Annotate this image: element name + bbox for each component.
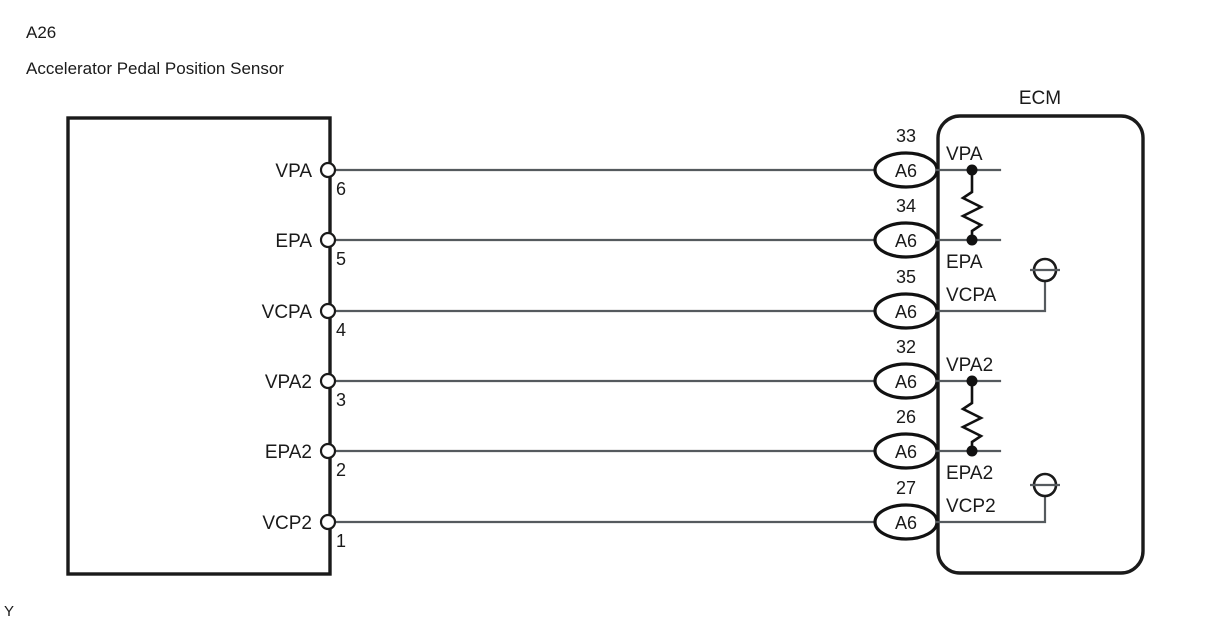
sensor-signal-label-vcp2: VCP2 — [262, 513, 312, 534]
ground-symbol-vcp2 — [1030, 472, 1060, 498]
connector-code-34: A6 — [895, 231, 917, 251]
connector-code-35: A6 — [895, 302, 917, 322]
circuit-row-vcp2: VCP2 1 A6 27 VCP2 — [262, 478, 1047, 551]
ecm-signal-label-vpa2: VPA2 — [946, 355, 993, 376]
sensor-pin-number-4: 4 — [336, 320, 346, 340]
sensor-terminal-vpa2 — [319, 372, 337, 390]
circuit-row-epa: EPA 5 A6 34 EPA — [275, 196, 1002, 273]
sensor-component-box — [66, 116, 332, 576]
sensor-pin-number-2: 2 — [336, 460, 346, 480]
sensor-pin-number-1: 1 — [336, 531, 346, 551]
wire-internal-vcp2 — [935, 494, 1047, 524]
footer-mark-label: Y — [4, 603, 14, 620]
sensor-terminal-epa2 — [319, 442, 337, 460]
sensor-terminal-epa — [319, 231, 337, 249]
connector-number-33: 33 — [896, 126, 916, 146]
sensor-signal-label-epa2: EPA2 — [265, 442, 312, 463]
ground-symbol-vcpa — [1030, 257, 1060, 283]
wire-internal-vcpa — [935, 279, 1047, 313]
sensor-signal-label-vcpa: VCPA — [262, 302, 313, 323]
sensor-terminal-vpa — [319, 161, 337, 179]
ecm-title-label: ECM — [1019, 88, 1061, 109]
sensor-pin-number-5: 5 — [336, 249, 346, 269]
ecm-signal-label-vcp2: VCP2 — [946, 496, 996, 517]
connector-number-34: 34 — [896, 196, 916, 216]
connector-number-27: 27 — [896, 478, 916, 498]
connector-number-35: 35 — [896, 267, 916, 287]
sensor-signal-label-vpa2: VPA2 — [265, 372, 312, 393]
ecm-signal-label-vpa: VPA — [946, 144, 983, 165]
diagram-title-label: Accelerator Pedal Position Sensor — [26, 59, 284, 78]
sensor-pin-number-3: 3 — [336, 390, 346, 410]
ecm-component-box — [936, 114, 1145, 575]
connector-number-26: 26 — [896, 407, 916, 427]
diagram-code-label: A26 — [26, 23, 56, 42]
ecm-signal-label-vcpa: VCPA — [946, 285, 997, 306]
circuit-row-vcpa: VCPA 4 A6 35 VCPA — [262, 267, 1047, 340]
circuit-row-epa2: EPA2 2 A6 26 EPA2 — [265, 407, 1002, 484]
resistor-vpa2-epa2 — [960, 381, 984, 451]
ecm-signal-label-epa: EPA — [946, 252, 983, 273]
sensor-signal-label-epa: EPA — [275, 231, 312, 252]
ecm-signal-label-epa2: EPA2 — [946, 463, 993, 484]
connector-code-33: A6 — [895, 161, 917, 181]
resistor-vpa-epa — [960, 170, 984, 240]
circuit-row-vpa: VPA 6 A6 33 VPA — [275, 126, 1002, 199]
connector-code-26: A6 — [895, 442, 917, 462]
connector-number-32: 32 — [896, 337, 916, 357]
sensor-terminal-vcp2 — [319, 513, 337, 531]
sensor-pin-number-6: 6 — [336, 179, 346, 199]
connector-code-27: A6 — [895, 513, 917, 533]
connector-code-32: A6 — [895, 372, 917, 392]
sensor-signal-label-vpa: VPA — [275, 161, 312, 182]
circuit-row-vpa2: VPA2 3 A6 32 VPA2 — [265, 337, 1002, 410]
sensor-terminal-vcpa — [319, 302, 337, 320]
